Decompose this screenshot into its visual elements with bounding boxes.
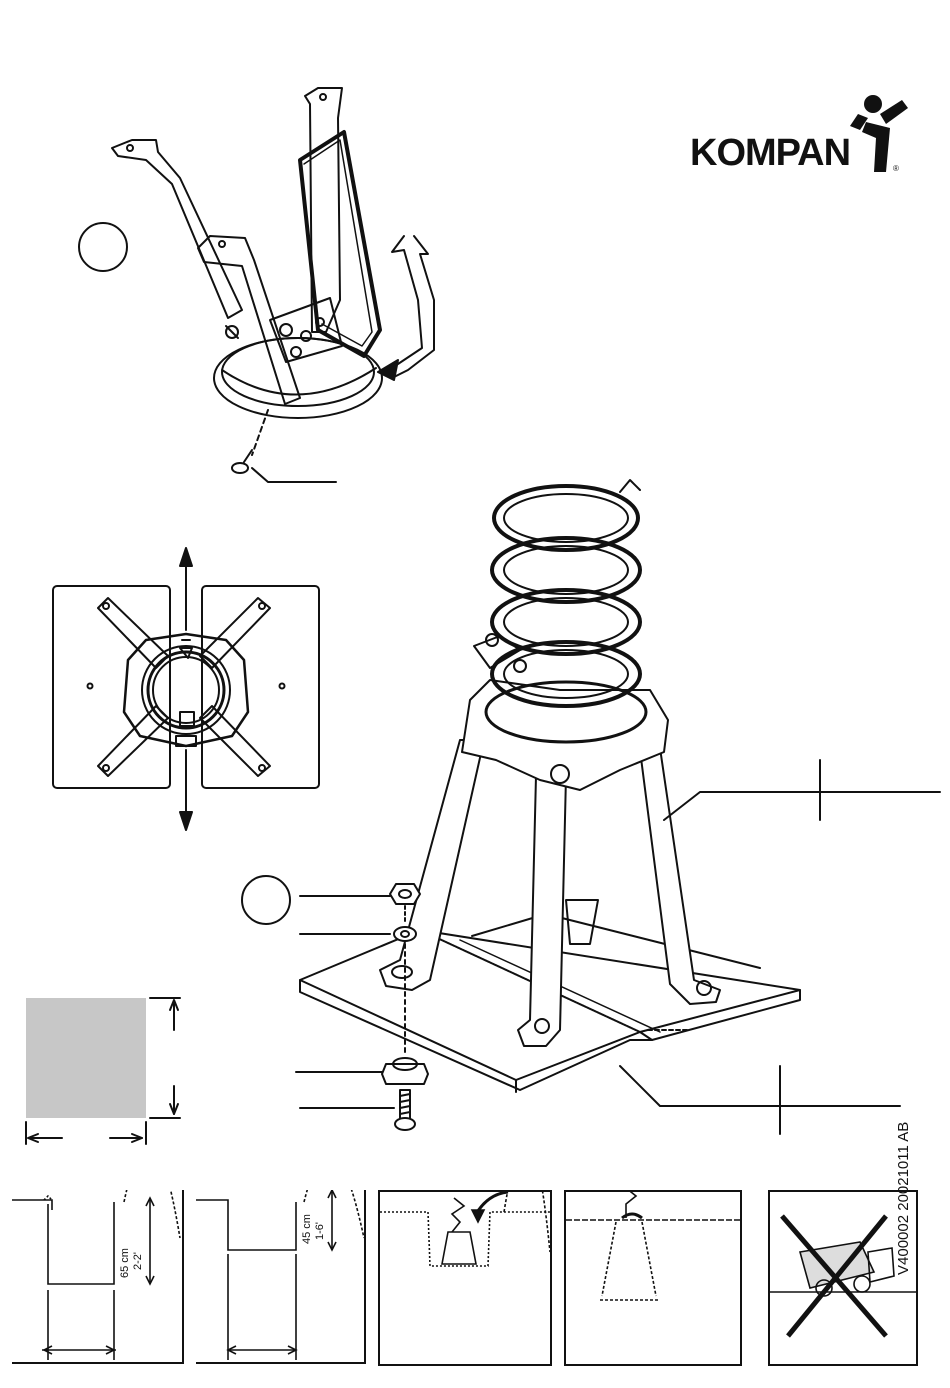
depth-cm-label-2: 45 cm [301, 1214, 313, 1244]
step-marker-1 [79, 223, 127, 271]
step-marker-2 [242, 876, 290, 924]
depth-cm-label-1: 65 cm [119, 1248, 131, 1278]
spring-stand-illustration [300, 480, 940, 1134]
step-panel-dig-65: 65 cm 2-2' [12, 1190, 184, 1364]
step-panel-backfill [564, 1190, 742, 1366]
plan-view-illustration [53, 548, 319, 830]
inverted-base-illustration [112, 88, 434, 482]
document-id: V400002 20021011 AB [895, 1075, 921, 1275]
depth-ft-label-1: 2-2' [132, 1252, 144, 1270]
footprint-illustration [26, 998, 180, 1144]
step-panel-dig-45: 45 cm 1-6' [196, 1190, 366, 1364]
depth-ft-label-2: 1-6' [314, 1222, 326, 1240]
step-panel-place-spring [378, 1190, 552, 1366]
